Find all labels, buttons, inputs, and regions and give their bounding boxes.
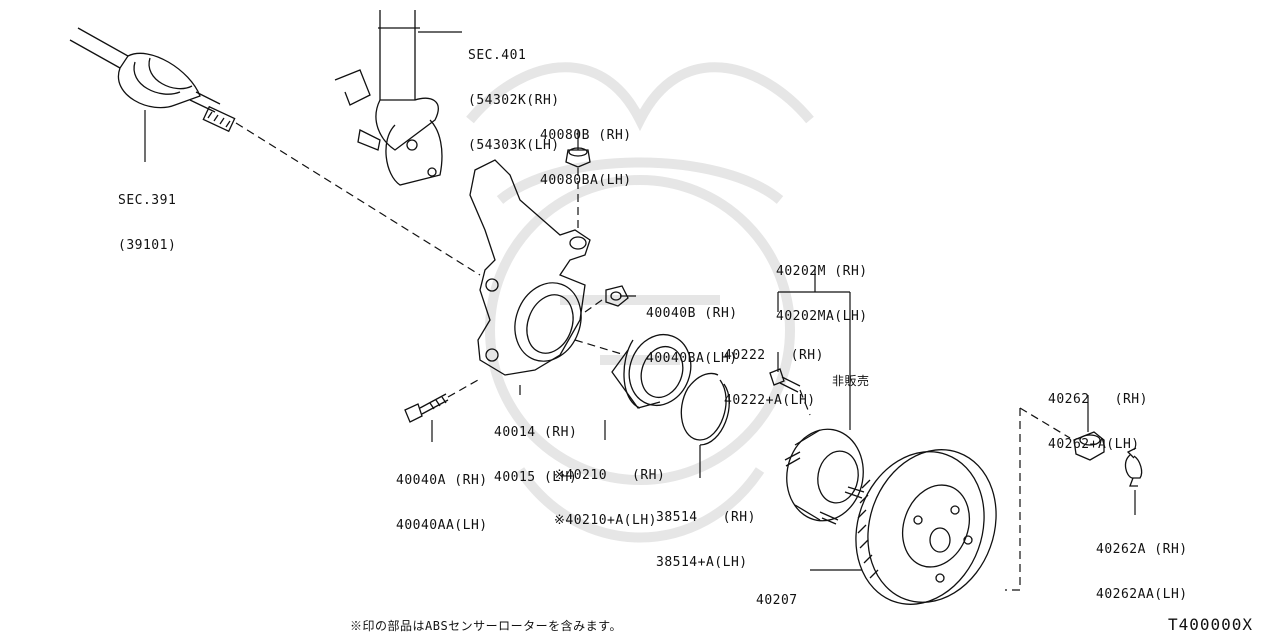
label-40262a-lh: 40262AA(LH) bbox=[1096, 587, 1188, 602]
label-40014-lh: 40015 (LH) bbox=[494, 470, 578, 485]
label-40014[interactable]: 40014 (RH) 40015 (LH) bbox=[494, 395, 577, 515]
label-40202m[interactable]: 40202M (RH) 40202MA(LH) bbox=[776, 234, 868, 354]
bolt-40040a[interactable] bbox=[404, 393, 449, 423]
label-40210-rh: ※40210 (RH) bbox=[554, 468, 666, 483]
watermark-emblem bbox=[466, 62, 814, 543]
wheel-hub-40202[interactable] bbox=[780, 423, 871, 527]
strut-assembly[interactable] bbox=[334, 10, 443, 186]
label-40202m-lh: 40202MA(LH) bbox=[776, 309, 868, 324]
label-40080b-lh: 40080BA(LH) bbox=[540, 173, 632, 188]
label-38514-lh: 38514+A(LH) bbox=[656, 555, 748, 570]
label-38514-rh: 38514 (RH) bbox=[656, 510, 756, 525]
label-sec401-line2: (54302K(RH) bbox=[468, 93, 560, 108]
label-40262-rh: 40262 (RH) bbox=[1048, 392, 1148, 407]
label-sec391-line2: (39101) bbox=[118, 238, 177, 253]
drive-shaft[interactable] bbox=[69, 27, 236, 133]
label-sec391-line1: SEC.391 bbox=[118, 193, 177, 208]
label-sec401-line1: SEC.401 bbox=[468, 48, 527, 63]
not-sold-note: 非販売 bbox=[832, 374, 870, 388]
label-40202m-rh: 40202M (RH) bbox=[776, 264, 868, 279]
label-40207-part: 40207 bbox=[756, 593, 798, 608]
label-40080b[interactable]: 40080B (RH) 40080BA(LH) bbox=[540, 98, 632, 218]
label-40040a-lh: 40040AA(LH) bbox=[396, 518, 488, 533]
label-40210[interactable]: ※40210 (RH) ※40210+A(LH) bbox=[554, 438, 665, 558]
dashed-connectors bbox=[235, 122, 1071, 591]
cotter-pin-40262a[interactable] bbox=[1124, 447, 1143, 487]
footnote: ※印の部品はABSセンサーローターを含みます。 bbox=[350, 619, 622, 633]
label-sec401-line3: (54303K(LH) bbox=[468, 138, 560, 153]
wheel-nut-40262[interactable] bbox=[1073, 431, 1105, 461]
leader-lines bbox=[144, 31, 1136, 571]
label-40210-lh: ※40210+A(LH) bbox=[554, 513, 657, 528]
label-40040b-rh: 40040B (RH) bbox=[646, 306, 738, 321]
label-40222[interactable]: 40222 (RH) 40222+A(LH) bbox=[724, 318, 824, 438]
hub-bolt-40222[interactable] bbox=[769, 368, 801, 393]
label-40222-lh: 40222+A(LH) bbox=[724, 393, 816, 408]
label-38514[interactable]: 38514 (RH) 38514+A(LH) bbox=[656, 480, 756, 600]
snap-ring-38514[interactable] bbox=[680, 372, 730, 446]
steering-knuckle[interactable] bbox=[469, 159, 592, 376]
label-40207[interactable]: 40207 bbox=[756, 563, 798, 637]
label-sec391[interactable]: SEC.391 (39101) bbox=[118, 163, 176, 283]
label-40262-lh: 40262+A(LH) bbox=[1048, 437, 1140, 452]
label-40040a[interactable]: 40040A (RH) 40040AA(LH) bbox=[396, 443, 488, 563]
label-40222-rh: 40222 (RH) bbox=[724, 348, 824, 363]
label-40040b-lh: 40040BA(LH) bbox=[646, 351, 738, 366]
label-sec401[interactable]: SEC.401 (54302K(RH) (54303K(LH) bbox=[468, 18, 560, 183]
label-40262[interactable]: 40262 (RH) 40262+A(LH) bbox=[1048, 362, 1148, 482]
label-40040b[interactable]: 40040B (RH) 40040BA(LH) bbox=[646, 276, 738, 396]
diagram-code: T400000X bbox=[1168, 615, 1254, 634]
label-40014-rh: 40014 (RH) bbox=[494, 425, 578, 440]
label-40262a-rh: 40262A (RH) bbox=[1096, 542, 1188, 557]
disc-rotor-40207[interactable] bbox=[835, 431, 1017, 622]
label-40040a-rh: 40040A (RH) bbox=[396, 473, 488, 488]
label-40080b-rh: 40080B (RH) bbox=[540, 128, 632, 143]
wheel-bearing-40210[interactable] bbox=[611, 326, 701, 414]
label-40262a[interactable]: 40262A (RH) 40262AA(LH) bbox=[1096, 512, 1188, 632]
